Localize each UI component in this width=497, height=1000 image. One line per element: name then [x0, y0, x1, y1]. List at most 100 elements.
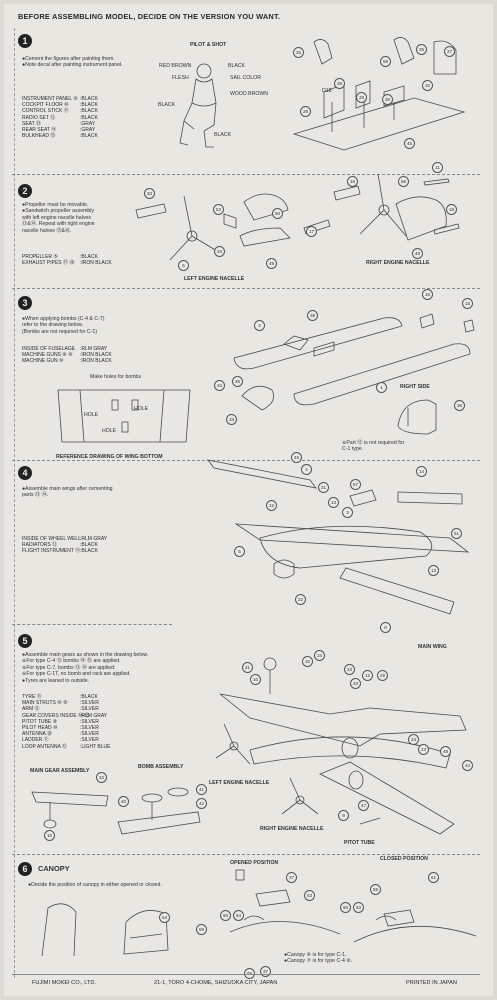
part-number: 63	[353, 902, 364, 913]
part-number: 11	[432, 162, 443, 173]
part-number: 42	[196, 798, 207, 809]
color-part: INSIDE OF WHEEL WELL	[22, 536, 81, 542]
part-number: 10	[44, 830, 55, 841]
step-6-notes: ●Decide the position of canopy in either…	[28, 882, 162, 888]
part-number: 34	[214, 380, 225, 391]
main-gear-assembly-label: MAIN GEAR ASSEMBLY	[30, 768, 90, 774]
color-part: CONTROL STICK ⑪	[22, 108, 69, 115]
section-divider	[12, 624, 172, 625]
figure-label: BLACK	[228, 63, 246, 69]
step-4-number: 4	[18, 466, 32, 480]
part-number: 16	[422, 289, 433, 300]
part-number: 9	[338, 810, 349, 821]
color-value: :IRON BLACK	[80, 260, 112, 267]
color-value: :BLACK	[80, 108, 98, 115]
color-part: ARM ⑫	[22, 706, 40, 713]
note: (Bombs are not required for C-1)	[22, 328, 97, 335]
color-part: FLIGHT INSTRUMENT ⑪	[22, 548, 81, 555]
canopy-note: ●Canopy ⑦ is for type C-4 ⑧.	[284, 958, 353, 964]
main-wing-label: MAIN WING	[418, 644, 447, 650]
color-value: :RLM GRAY	[80, 712, 108, 719]
main-wing-drawing	[207, 459, 470, 615]
left-fold-line	[14, 28, 15, 978]
canopy-detail-drawing	[41, 903, 169, 957]
section-divider	[12, 174, 480, 175]
printed-in: PRINTED IN JAPAN	[406, 980, 457, 986]
color-value: :RLM GRAY	[80, 536, 108, 542]
part-number: 65	[244, 968, 255, 979]
part-number: 24	[408, 734, 419, 745]
color-value: :SILVER	[80, 737, 99, 744]
part-number: 18	[347, 176, 358, 187]
hole-label: HOLE	[102, 428, 117, 434]
step-1-color-list: INSTRUMENT PANEL ⑨:BLACK COCKPIT FLOOR ⑩…	[22, 96, 98, 139]
part-number: 45	[404, 138, 415, 149]
part-number: 33	[350, 678, 361, 689]
section-divider	[12, 854, 480, 855]
note: ※For type C-7, bombs ⑬ ⑭ are applied.	[22, 664, 116, 671]
color-part: MACHINE GUN ⑩	[22, 358, 64, 365]
footer-divider	[12, 974, 480, 975]
part-number: 64	[159, 912, 170, 923]
color-part: LOOP ANTENNA ⑫	[22, 743, 67, 750]
part-number: 57	[350, 479, 361, 490]
part-number: 6	[178, 260, 189, 271]
gear-and-bomb-drawing	[31, 787, 201, 835]
pitot-tube-label: PITOT TUBE	[344, 840, 375, 846]
color-part: ANTENNA ⑳	[22, 731, 53, 738]
part-number: 56	[398, 176, 409, 187]
part-number: 2	[254, 320, 265, 331]
wing-bottom-reference-title: REFERENCE DRAWING OF WING BOTTOM	[56, 454, 163, 460]
color-value: :RLM GRAY	[80, 346, 108, 352]
right-engine-nacelle-label: RIGHT ENGINE NACELLE	[260, 826, 324, 832]
part-number: 50	[272, 208, 283, 219]
part-number: 33	[226, 414, 237, 425]
right-engine-nacelle-label: RIGHT ENGINE NACELLE	[366, 260, 430, 266]
step-2-number: 2	[18, 184, 32, 198]
part-number: 61	[428, 872, 439, 883]
part-number: 48	[412, 248, 423, 259]
figure-label: WOOD BROWN	[230, 91, 269, 97]
part-number: 40	[118, 796, 129, 807]
part-number: 47	[358, 800, 369, 811]
part-number: 29	[377, 670, 388, 681]
color-part: RADIATORS ⑫	[22, 542, 58, 549]
color-value: :SILVER	[80, 700, 99, 707]
step-4-notes: ●Assemble main wings after cementing par…	[22, 486, 113, 499]
step-4-color-list: INSIDE OF WHEEL WELL:RLM GRAY RADIATORS …	[22, 536, 107, 555]
part-number: 63	[304, 890, 315, 901]
part-number: 8	[380, 622, 391, 633]
note: ※For type C-1T, no bomb and rack are app…	[22, 671, 131, 678]
part-number: 1	[376, 382, 387, 393]
color-part: PILOT HEAD ⑩	[22, 725, 58, 732]
color-value: :SILVER	[80, 718, 99, 725]
color-value: :SILVER	[80, 706, 99, 713]
color-part: SEAT ⑬	[22, 120, 41, 127]
step-5-color-list: TYRE ⑪:BLACK MAIN STRUTS ⑩ ⑨:SILVER ARM …	[22, 694, 110, 750]
figure-label: BLACK	[158, 102, 176, 108]
figure-label: SAIL COLOR	[230, 75, 261, 81]
color-part: MACHINE GUNS ⑧ ⑨	[22, 352, 73, 359]
note: ●Decide the position of canopy in either…	[28, 882, 162, 888]
note: ⑬&⑭. Repeat with right engine	[22, 221, 95, 228]
part-number: 64	[233, 910, 244, 921]
part-number: 60	[340, 902, 351, 913]
part-number: 20	[144, 188, 155, 199]
note: parts ⑬ ⑭.	[22, 492, 49, 499]
part-number: 30	[382, 94, 393, 105]
bomb-assembly-label: BOMB ASSEMBLY	[138, 764, 184, 770]
part-number: 44	[462, 760, 473, 771]
sheet-header: BEFORE ASSEMBLING MODEL, DECIDE ON THE V…	[18, 12, 281, 21]
part-number: 49	[266, 258, 277, 269]
part-number: 36	[454, 400, 465, 411]
wing-bottom-reference-drawing	[57, 389, 191, 443]
part-number: 28	[356, 92, 367, 103]
part-number: 60	[220, 910, 231, 921]
step-1-notes: ●Cement the figures after painting them.…	[22, 56, 123, 69]
color-value: :GRAY	[80, 127, 96, 134]
section-divider	[12, 460, 480, 461]
step-5-number: 5	[18, 634, 32, 648]
color-part: LADDER ⑪	[22, 737, 49, 744]
note: ●Note decal after painting instrument pa…	[22, 62, 123, 69]
part-number: 41	[196, 784, 207, 795]
